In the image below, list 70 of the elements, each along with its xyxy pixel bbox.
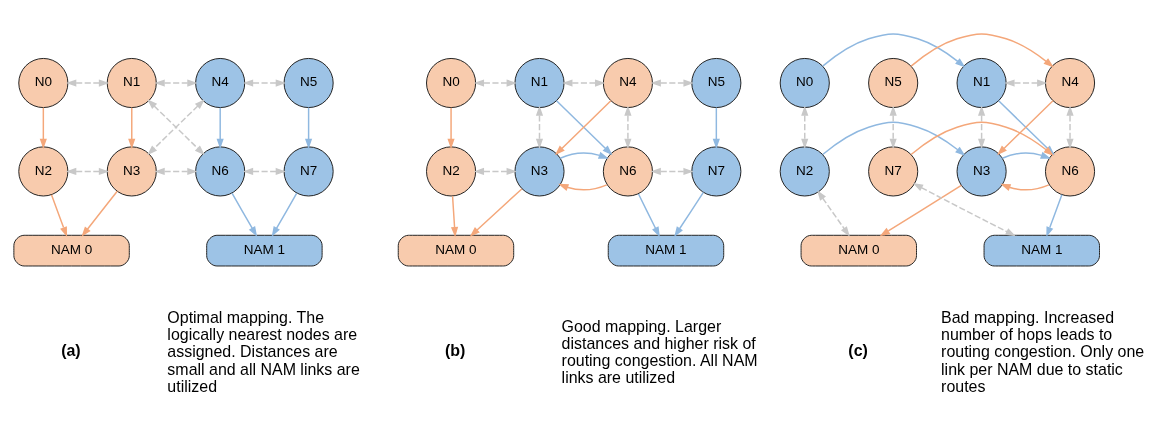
arrow bbox=[821, 32, 966, 68]
arrow bbox=[231, 192, 258, 237]
node-box: NAM 1 bbox=[607, 234, 725, 266]
arrow bbox=[624, 105, 632, 149]
label: Good mapping. Larger distances and higher risk of routing congestion. All NAM links are utilized bbox=[561, 317, 758, 386]
arrow bbox=[910, 32, 1054, 68]
node-box: NAM 1 bbox=[983, 234, 1100, 266]
arrow bbox=[817, 189, 850, 237]
label: (b) bbox=[444, 341, 466, 359]
node-circle: N7 bbox=[283, 145, 334, 196]
arrow bbox=[650, 78, 694, 87]
arrow bbox=[559, 151, 609, 159]
arrow bbox=[66, 78, 110, 87]
arrow bbox=[558, 183, 608, 191]
label: (a) bbox=[61, 341, 81, 359]
label: (c) bbox=[848, 341, 868, 359]
node-circle: N2 bbox=[779, 145, 830, 196]
node-circle: N7 bbox=[868, 145, 919, 196]
arrow bbox=[889, 105, 897, 149]
node-circle: N0 bbox=[18, 57, 69, 108]
arrow bbox=[473, 78, 517, 87]
arrow bbox=[650, 167, 694, 175]
node-circle: N2 bbox=[18, 145, 69, 196]
arrow bbox=[81, 190, 118, 237]
arrow bbox=[637, 192, 660, 237]
arrow bbox=[1000, 183, 1050, 191]
label: Optimal mapping. The logically nearest nodes are assigned. Distances are small and all NAM links are utilized bbox=[167, 308, 360, 395]
arrow bbox=[674, 191, 705, 237]
arrow bbox=[154, 78, 198, 87]
node-circle: N0 bbox=[426, 57, 477, 108]
arrow bbox=[305, 106, 313, 149]
node-circle: N0 bbox=[779, 57, 830, 108]
arrow bbox=[271, 192, 298, 237]
arrow bbox=[469, 187, 523, 237]
node-box: NAM 0 bbox=[13, 234, 130, 266]
arrow bbox=[535, 105, 544, 149]
arrow bbox=[912, 182, 1016, 236]
node-circle: N5 bbox=[283, 57, 334, 108]
node-box: NAM 1 bbox=[206, 234, 323, 266]
arrow bbox=[216, 106, 224, 149]
arrow bbox=[473, 167, 517, 175]
arrow bbox=[712, 106, 720, 149]
node-box: NAM 0 bbox=[397, 234, 515, 266]
arrow bbox=[242, 167, 286, 175]
label: Bad mapping. Increased number of hops leads to routing congestion. Only one link per NAM due to static routes bbox=[941, 308, 1145, 395]
node-circle: N4 bbox=[602, 57, 653, 108]
arrow bbox=[1001, 151, 1051, 159]
arrow bbox=[128, 106, 136, 149]
node-circle: N1 bbox=[514, 57, 565, 108]
arrow bbox=[39, 106, 47, 149]
arrow bbox=[562, 78, 606, 87]
node-box: NAM 0 bbox=[800, 234, 917, 266]
arrow bbox=[147, 98, 205, 155]
arrow bbox=[154, 167, 198, 175]
arrow bbox=[66, 167, 110, 175]
node-circle: N5 bbox=[691, 57, 742, 108]
arrow bbox=[450, 194, 459, 237]
arrow bbox=[821, 121, 966, 156]
arrow bbox=[879, 184, 963, 236]
node-circle: N7 bbox=[691, 145, 742, 196]
arrow bbox=[1066, 105, 1074, 149]
node-circle: N2 bbox=[426, 145, 477, 196]
arrow bbox=[50, 193, 68, 237]
arrow bbox=[1004, 78, 1048, 87]
arrow bbox=[801, 105, 809, 149]
arrow bbox=[978, 105, 986, 149]
node-circle: N5 bbox=[868, 57, 919, 108]
arrow bbox=[242, 78, 286, 87]
arrow bbox=[1046, 193, 1063, 237]
arrow bbox=[447, 106, 455, 149]
